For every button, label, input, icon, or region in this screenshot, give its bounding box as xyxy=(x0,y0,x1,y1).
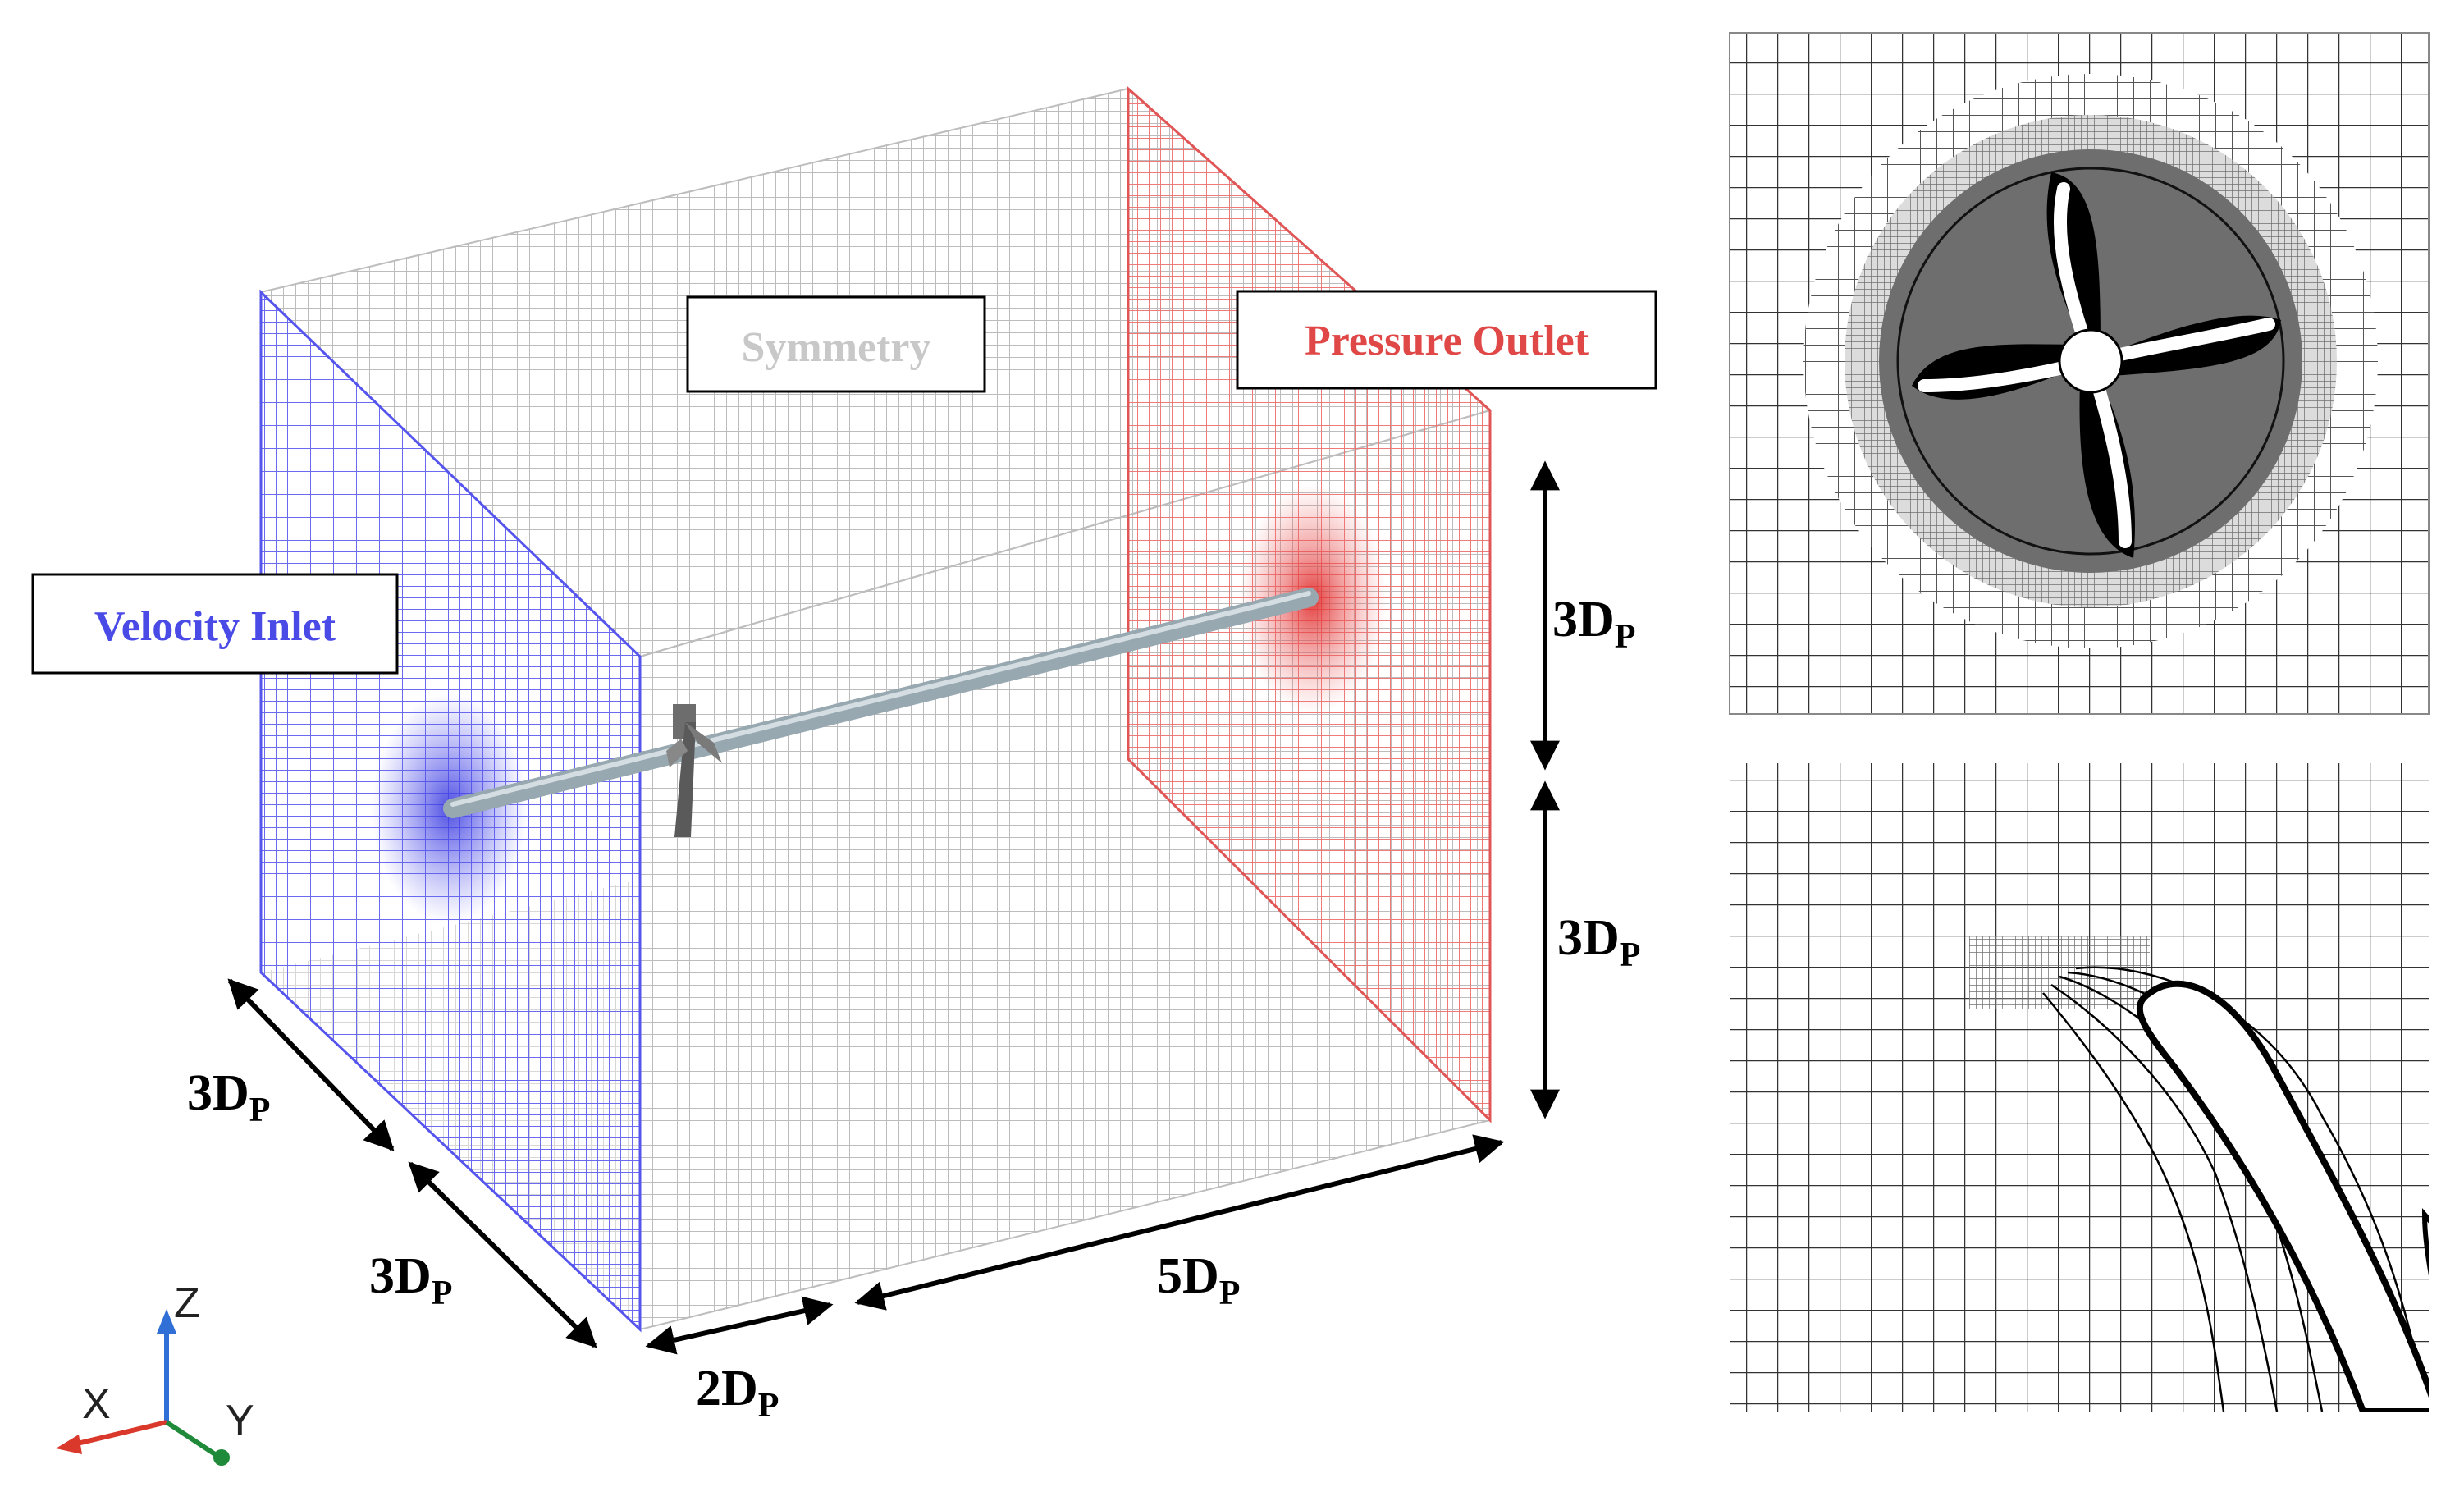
propeller-geometry xyxy=(666,704,722,837)
lower-height-label: 3DP xyxy=(1557,910,1640,974)
axis-x-label: X xyxy=(82,1380,111,1428)
propeller-shaft xyxy=(443,588,1319,818)
upstream-label: 2DP xyxy=(696,1361,779,1425)
downstream-label: 5DP xyxy=(1157,1248,1240,1312)
blade-tip-section xyxy=(2136,980,2429,1412)
symmetry-label: Symmetry xyxy=(741,324,930,371)
axis-z-label: Z xyxy=(174,1279,200,1327)
depth-back-arrow xyxy=(408,1161,597,1348)
propeller-mesh-crosssection xyxy=(1730,33,2429,714)
coordinate-axis-triad: Z X Y xyxy=(56,1279,254,1466)
upper-height-label: 3DP xyxy=(1552,592,1635,656)
axis-y-label: Y xyxy=(226,1397,254,1444)
dimension-labels: 3DP 3DP 3DP 3DP 2DP 5DP xyxy=(187,592,1640,1425)
upstream-arrow xyxy=(645,1296,834,1355)
computational-domain xyxy=(258,85,1493,1333)
depth-front-arrow xyxy=(227,978,395,1151)
inlet-label-box: Velocity Inlet xyxy=(31,573,399,675)
downstream-arrow xyxy=(854,1134,1505,1311)
dimension-arrows xyxy=(227,460,1560,1355)
outlet-label: Pressure Outlet xyxy=(1305,318,1589,364)
depth-back-label: 3DP xyxy=(369,1248,452,1312)
inlet-label: Velocity Inlet xyxy=(94,603,336,650)
outlet-label-box: Pressure Outlet xyxy=(1236,290,1657,390)
propeller-blades-section xyxy=(1912,172,2281,558)
blade-tip-mesh-detail xyxy=(1730,763,2429,1412)
depth-front-label: 3DP xyxy=(187,1065,270,1129)
symmetry-label-box: Symmetry xyxy=(686,295,986,393)
